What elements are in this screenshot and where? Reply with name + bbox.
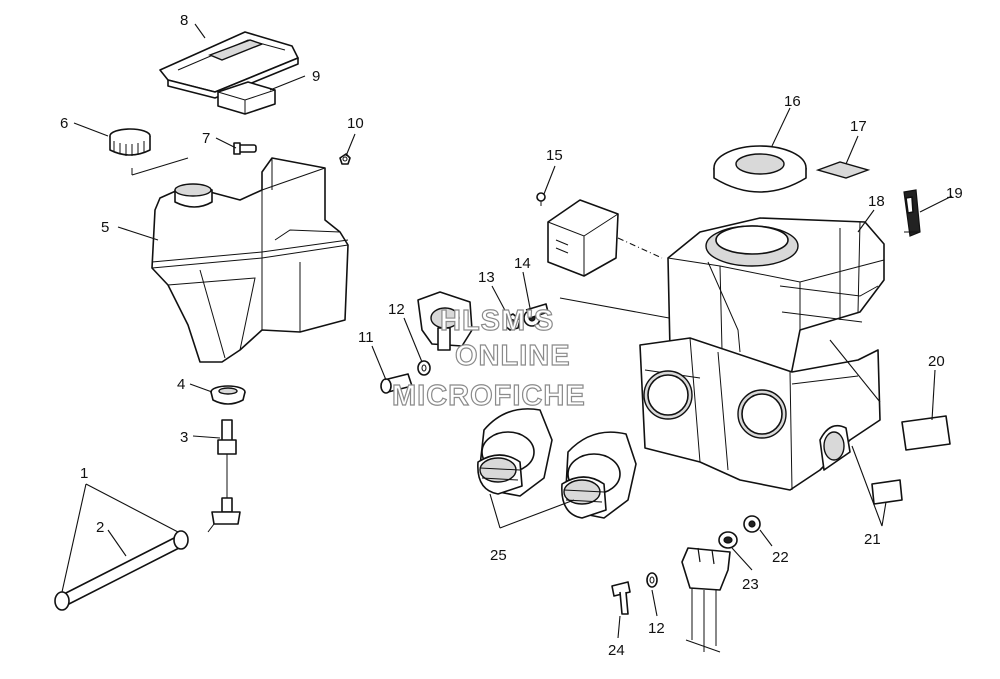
callout-2: 2: [96, 519, 104, 536]
callout-14: 14: [514, 255, 531, 272]
mounting-bracket: [681, 547, 731, 653]
part-20-decal: [901, 415, 951, 451]
callout-13: 13: [478, 269, 495, 286]
starter-relay: [417, 291, 473, 351]
part-24-bolt: [611, 581, 631, 615]
callout-22: 22: [772, 549, 789, 566]
callout-4: 4: [177, 376, 185, 393]
callout-19: 19: [946, 185, 963, 202]
part-15-screw: [536, 192, 546, 206]
cap-alignment-guide: [131, 157, 189, 176]
part-25-intake-boots: [477, 408, 637, 519]
callout-3: 3: [180, 429, 188, 446]
part-4-grommet: [210, 385, 246, 405]
callout-1: 1: [80, 465, 88, 482]
part-12-washer-upper: [417, 360, 431, 376]
callout-11: 11: [358, 329, 374, 346]
callout-12-upper: 12: [388, 301, 405, 318]
callout-21: 21: [864, 531, 881, 548]
callout-24: 24: [608, 642, 625, 659]
module-alignment-line: [617, 237, 663, 259]
watermark-line-1: HLSM'S: [440, 305, 554, 337]
part-2-hose: [59, 535, 184, 607]
callout-12-lower: 12: [648, 620, 665, 637]
leader-lines: [61, 23, 953, 639]
watermark-line-2: ONLINE: [455, 340, 571, 372]
callout-20: 20: [928, 353, 945, 370]
callout-8: 8: [180, 12, 188, 29]
part-3-level-sensor: [207, 419, 241, 533]
part-10-nut: [339, 153, 351, 165]
part-1-hose-clamps: [54, 530, 189, 611]
part-17-decal: [815, 161, 871, 179]
callout-25: 25: [490, 547, 507, 564]
bolt-14-to-airbox-line: [559, 297, 681, 321]
part-7-screw: [233, 142, 257, 155]
part-21-decal: [871, 479, 903, 505]
part-9-foam-pad: [217, 81, 276, 115]
callout-labels: 1 2 3 4 5 6 7 8 9 10 11 12 13 14 15 16 1…: [60, 12, 963, 659]
callout-23: 23: [742, 576, 759, 593]
callout-18: 18: [868, 193, 885, 210]
callout-15: 15: [546, 147, 563, 164]
electrical-module: [547, 199, 619, 277]
callout-9: 9: [312, 68, 320, 85]
watermark-line-3: MICROFICHE: [392, 380, 586, 412]
callout-5: 5: [101, 219, 109, 236]
part-19-clip: [903, 189, 921, 237]
watermark: HLSM'S ONLINE MICROFICHE: [391, 304, 586, 412]
callout-6: 6: [60, 115, 68, 132]
callout-17: 17: [850, 118, 867, 135]
part-23-grommet: [718, 531, 738, 549]
part-18-airbox: [639, 217, 885, 491]
part-16-foam-ring: [713, 145, 807, 193]
part-13-nut: [503, 313, 521, 331]
callout-10: 10: [347, 115, 364, 132]
part-12-washer-lower: [646, 572, 658, 588]
part-6-filler-cap: [109, 128, 151, 156]
part-22-bolt: [743, 515, 761, 533]
part-11-bolt: [380, 373, 413, 394]
callout-16: 16: [784, 93, 801, 110]
part-14-bolt: [523, 303, 549, 327]
part-5-oil-tank: [151, 157, 349, 363]
callout-7: 7: [202, 130, 210, 147]
